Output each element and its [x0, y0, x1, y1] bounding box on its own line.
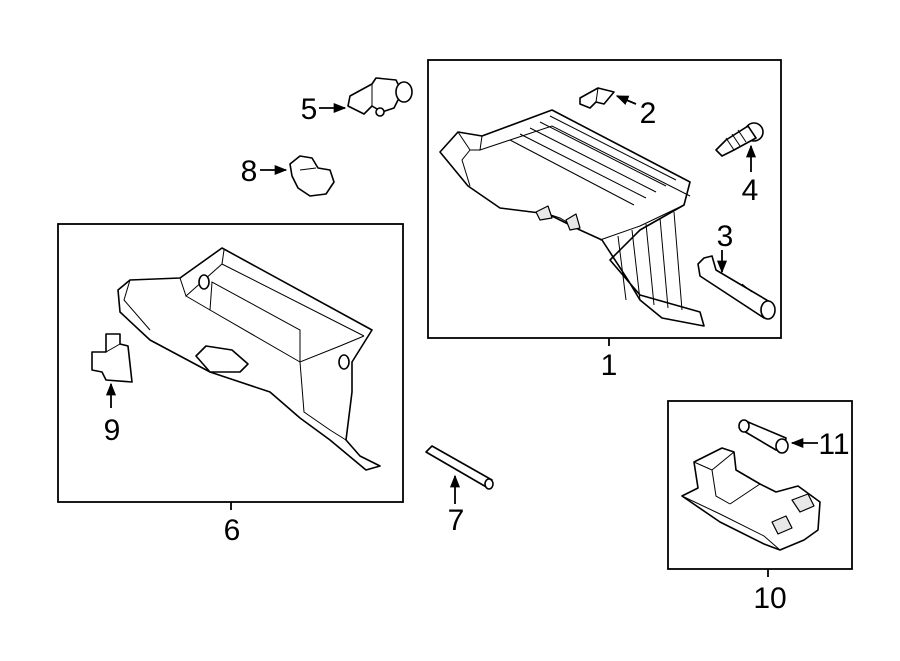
group-1-frame	[427, 59, 782, 339]
callout-4-label: 4	[742, 174, 759, 207]
group-10-frame	[667, 400, 853, 570]
part-9-label	[91, 333, 133, 383]
part-2-clip	[579, 87, 615, 109]
part-4-screw	[715, 122, 764, 157]
callout-1-label: 1	[601, 349, 618, 382]
callout-2-arrow	[615, 95, 637, 106]
callout-7-label: 7	[448, 504, 465, 537]
part-7-pin	[425, 445, 494, 490]
glove-box-housing	[439, 109, 705, 327]
callout-9-label: 9	[104, 414, 121, 447]
callout-2-label: 2	[640, 97, 657, 130]
callout-3-label: 3	[717, 220, 734, 253]
callout-10-label: 10	[753, 582, 786, 615]
part-5-bracket	[347, 77, 413, 117]
part-11-bulb	[738, 419, 789, 454]
lamp-housing	[681, 447, 821, 551]
callout-6-label: 6	[224, 514, 241, 547]
glove-box-door	[117, 247, 381, 471]
callout-5-label: 5	[301, 93, 318, 126]
part-8-bumper	[289, 155, 335, 197]
part-3-damper	[697, 255, 776, 320]
callout-11-label: 11	[818, 428, 849, 461]
callout-8-label: 8	[241, 155, 258, 188]
